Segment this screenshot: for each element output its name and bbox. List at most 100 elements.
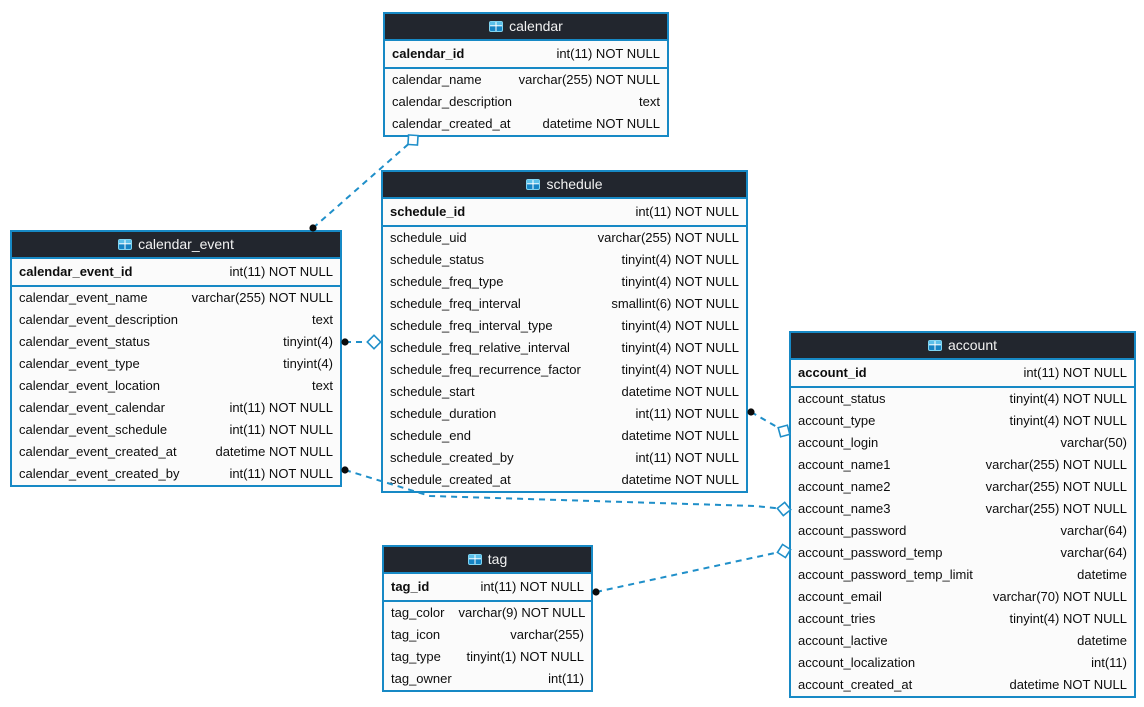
table-body: tag_color varchar(9) NOT NULL tag_icon v… xyxy=(384,602,591,690)
table-row: schedule_created_by int(11) NOT NULL xyxy=(383,447,746,469)
field-name: calendar_created_at xyxy=(392,116,511,131)
field-name: schedule_duration xyxy=(390,406,497,421)
field-type: varchar(70) NOT NULL xyxy=(992,589,1127,604)
field-type: datetime xyxy=(1077,567,1127,582)
field-name: tag_icon xyxy=(391,627,441,642)
field-type: tinyint(4) NOT NULL xyxy=(1009,413,1127,428)
field-type: int(11) NOT NULL xyxy=(229,466,333,481)
field-type: varchar(64) xyxy=(1060,545,1127,560)
field-name: account_created_at xyxy=(798,677,913,692)
table-header[interactable]: account xyxy=(791,333,1134,360)
field-name: tag_owner xyxy=(391,671,452,686)
field-type: int(11) NOT NULL xyxy=(229,264,333,279)
table-tag: tag tag_id int(11) NOT NULL tag_color va… xyxy=(382,545,593,692)
table-header[interactable]: calendar xyxy=(385,14,667,41)
field-name: account_localization xyxy=(798,655,916,670)
field-type: int(11) NOT NULL xyxy=(480,579,584,594)
field-type: varchar(64) xyxy=(1060,523,1127,538)
field-type: text xyxy=(312,378,333,393)
table-row: calendar_event_description text xyxy=(12,309,340,331)
table-row: calendar_description text xyxy=(385,91,667,113)
table-row: account_localization int(11) xyxy=(791,652,1134,674)
field-type: datetime NOT NULL xyxy=(215,444,333,459)
table-grid-icon xyxy=(118,239,133,250)
field-name: schedule_start xyxy=(390,384,475,399)
field-type: tinyint(4) NOT NULL xyxy=(621,318,739,333)
field-name: account_name2 xyxy=(798,479,891,494)
field-name: account_type xyxy=(798,413,876,428)
table-header[interactable]: calendar_event xyxy=(12,232,340,259)
field-type: varchar(255) NOT NULL xyxy=(985,501,1127,516)
table-row: schedule_freq_relative_interval tinyint(… xyxy=(383,337,746,359)
table-row: account_status tinyint(4) NOT NULL xyxy=(791,388,1134,410)
field-type: datetime xyxy=(1077,633,1127,648)
field-type: text xyxy=(312,312,333,327)
field-name: calendar_event_id xyxy=(19,264,133,279)
table-row: tag_owner int(11) xyxy=(384,668,591,690)
relation-line-schedule-account xyxy=(750,411,785,432)
field-type: varchar(50) xyxy=(1060,435,1127,450)
table-row: calendar_event_calendar int(11) NOT NULL xyxy=(12,397,340,419)
table-row: calendar_event_schedule int(11) NOT NULL xyxy=(12,419,340,441)
field-name: account_email xyxy=(798,589,882,604)
field-type: varchar(255) NOT NULL xyxy=(518,72,660,87)
table-row: account_tries tinyint(4) NOT NULL xyxy=(791,608,1134,630)
table-header[interactable]: schedule xyxy=(383,172,746,199)
field-name: schedule_freq_interval_type xyxy=(390,318,553,333)
table-row: calendar_event_created_by int(11) NOT NU… xyxy=(12,463,340,485)
field-type: int(11) NOT NULL xyxy=(635,406,739,421)
field-name: schedule_uid xyxy=(390,230,467,245)
table-row: schedule_freq_recurrence_factor tinyint(… xyxy=(383,359,746,381)
table-grid-icon xyxy=(927,340,942,351)
field-type: datetime NOT NULL xyxy=(1009,677,1127,692)
field-type: int(11) NOT NULL xyxy=(1023,365,1127,380)
field-name: calendar_event_created_by xyxy=(19,466,180,481)
field-name: account_lactive xyxy=(798,633,888,648)
table-title: schedule xyxy=(546,176,603,192)
field-type: smallint(6) NOT NULL xyxy=(611,296,739,311)
table-title: calendar_event xyxy=(138,236,234,252)
relation-dot-icon xyxy=(341,338,349,346)
table-row: schedule_freq_interval smallint(6) NOT N… xyxy=(383,293,746,315)
field-type: int(11) NOT NULL xyxy=(229,422,333,437)
field-type: tinyint(4) NOT NULL xyxy=(621,274,739,289)
field-name: calendar_event_type xyxy=(19,356,140,371)
table-row: account_password varchar(64) xyxy=(791,520,1134,542)
table-row-primary-key: calendar_id int(11) NOT NULL xyxy=(385,41,667,69)
table-row-primary-key: account_id int(11) NOT NULL xyxy=(791,360,1134,388)
field-name: account_password_temp xyxy=(798,545,943,560)
table-body: calendar_name varchar(255) NOT NULL cale… xyxy=(385,69,667,135)
field-type: varchar(255) NOT NULL xyxy=(597,230,739,245)
table-row: schedule_status tinyint(4) NOT NULL xyxy=(383,249,746,271)
table-row: calendar_event_created_at datetime NOT N… xyxy=(12,441,340,463)
table-header[interactable]: tag xyxy=(384,547,591,574)
field-name: account_password_temp_limit xyxy=(798,567,973,582)
field-type: tinyint(1) NOT NULL xyxy=(466,649,584,664)
table-row: account_name3 varchar(255) NOT NULL xyxy=(791,498,1134,520)
field-name: calendar_event_schedule xyxy=(19,422,168,437)
table-row: calendar_name varchar(255) NOT NULL xyxy=(385,69,667,91)
table-row: tag_color varchar(9) NOT NULL xyxy=(384,602,591,624)
table-row: account_name2 varchar(255) NOT NULL xyxy=(791,476,1134,498)
table-account: account account_id int(11) NOT NULL acco… xyxy=(789,331,1136,698)
table-title: tag xyxy=(487,551,508,567)
table-row: calendar_created_at datetime NOT NULL xyxy=(385,113,667,135)
field-name: schedule_freq_relative_interval xyxy=(390,340,570,355)
field-name: calendar_event_description xyxy=(19,312,178,327)
field-name: account_id xyxy=(798,365,867,380)
field-type: varchar(255) NOT NULL xyxy=(985,479,1127,494)
field-type: varchar(255) NOT NULL xyxy=(191,290,333,305)
field-name: schedule_end xyxy=(390,428,471,443)
field-name: account_status xyxy=(798,391,886,406)
table-body: schedule_uid varchar(255) NOT NULL sched… xyxy=(383,227,746,491)
field-type: int(11) NOT NULL xyxy=(556,46,660,61)
field-name: calendar_event_status xyxy=(19,334,150,349)
field-type: datetime NOT NULL xyxy=(621,472,739,487)
table-title: calendar xyxy=(509,18,563,34)
field-name: account_name3 xyxy=(798,501,891,516)
field-type: varchar(255) xyxy=(510,627,584,642)
field-type: int(11) NOT NULL xyxy=(635,204,739,219)
field-name: schedule_freq_recurrence_factor xyxy=(390,362,581,377)
relation-line-tag-account xyxy=(595,550,785,593)
field-name: schedule_status xyxy=(390,252,484,267)
